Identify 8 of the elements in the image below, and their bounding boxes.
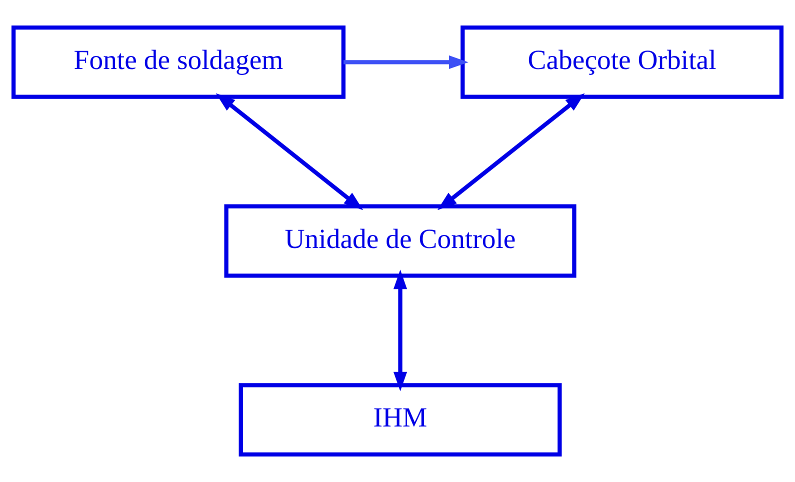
arrow: [393, 270, 408, 392]
arrow: [437, 93, 585, 210]
node-box: Unidade de Controle: [224, 204, 576, 278]
arrow: [344, 55, 468, 69]
node-box: Fonte de soldagem: [11, 25, 346, 99]
node-box: IHM: [238, 383, 562, 457]
arrow: [216, 93, 364, 210]
node-box: Cabeçote Orbital: [460, 25, 784, 99]
